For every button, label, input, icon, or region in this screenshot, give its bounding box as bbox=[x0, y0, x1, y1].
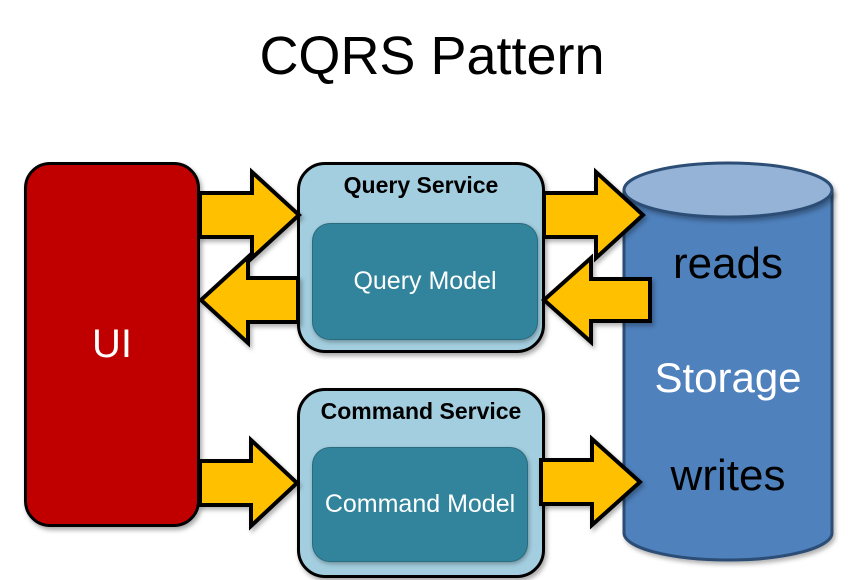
cylinder-top bbox=[622, 161, 834, 219]
storage-writes-label: writes bbox=[670, 451, 786, 500]
diagram-title: CQRS Pattern bbox=[259, 26, 605, 86]
command-model-node: Command Model bbox=[312, 447, 528, 562]
command-service-label: Command Service bbox=[320, 398, 522, 424]
arrow-ui-to-command-service bbox=[198, 435, 300, 531]
ui-node: UI bbox=[24, 162, 200, 527]
query-model-label: Query Model bbox=[353, 267, 497, 295]
query-service-label: Query Service bbox=[343, 172, 499, 198]
arrow-ui-to-query-service bbox=[198, 167, 302, 263]
command-service-node: Command Service Command Model bbox=[297, 388, 545, 578]
storage-reads-label: reads bbox=[672, 239, 784, 288]
command-model-label: Command Model bbox=[324, 490, 516, 518]
ui-label: UI bbox=[92, 322, 132, 366]
arrow-query-service-to-ui bbox=[198, 252, 300, 348]
query-service-node: Query Service Query Model bbox=[297, 162, 545, 353]
storage-name-label: Storage bbox=[654, 354, 802, 401]
query-model-node: Query Model bbox=[312, 223, 538, 340]
